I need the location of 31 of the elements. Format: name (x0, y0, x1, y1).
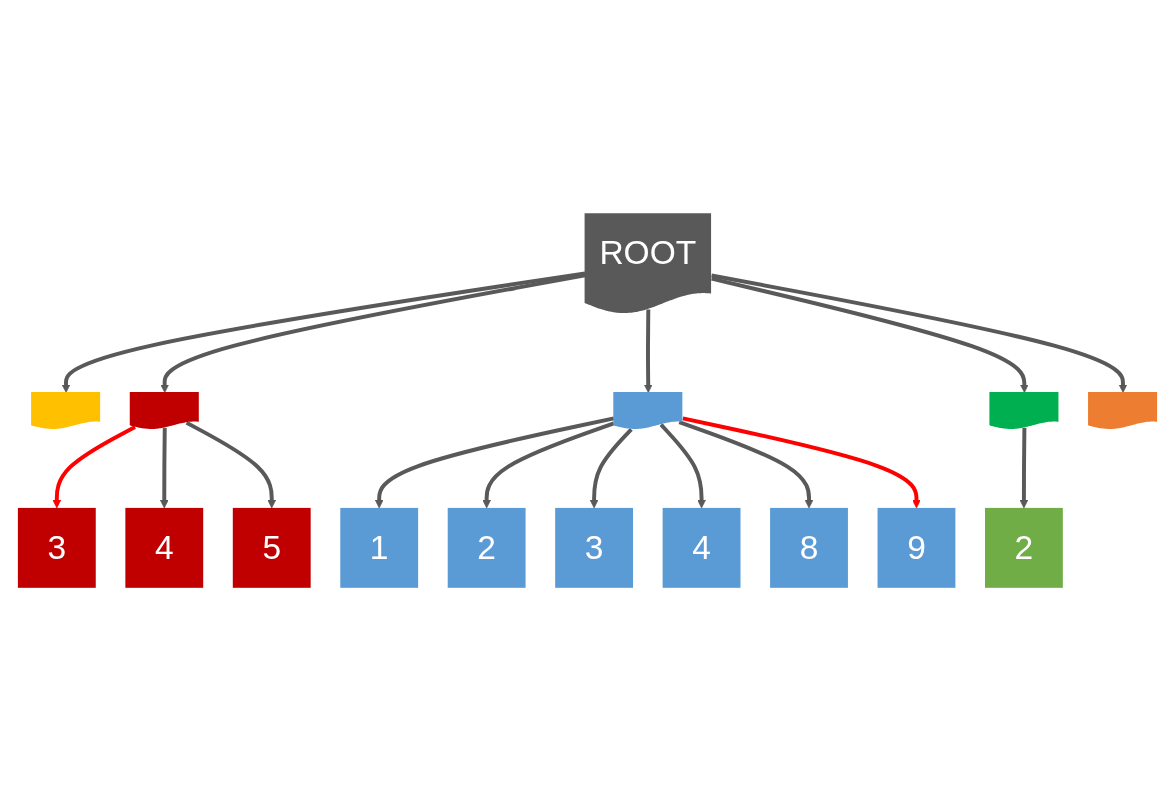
arrow (682, 416, 921, 509)
node-box: 2 (985, 507, 1063, 588)
node-box: 3 (17, 507, 96, 588)
node-document (613, 392, 683, 429)
arrow (659, 423, 706, 509)
node-box: 3 (555, 507, 634, 588)
arrow (185, 421, 277, 509)
arrow (52, 425, 136, 509)
node-document (129, 392, 199, 429)
node-box: 5 (232, 507, 311, 588)
arrow (160, 273, 586, 393)
node-box: ROOT (584, 213, 712, 314)
node-box: 4 (125, 507, 204, 588)
node-document (31, 392, 101, 429)
arrow (711, 276, 1029, 393)
arrow (678, 420, 814, 509)
arrow (482, 421, 615, 509)
node-box: 4 (662, 507, 741, 588)
arrow (374, 416, 615, 509)
arrow (61, 271, 586, 393)
node-box: 9 (877, 507, 956, 588)
node-box: 8 (770, 507, 848, 588)
arrow (589, 427, 633, 509)
node-document (1088, 392, 1158, 429)
node-box: 1 (340, 507, 419, 588)
arrow (643, 309, 653, 393)
arrow (159, 427, 169, 509)
node-box: 2 (447, 507, 526, 588)
arrow (711, 273, 1128, 393)
arrow (1019, 427, 1029, 509)
node-document (989, 392, 1059, 429)
